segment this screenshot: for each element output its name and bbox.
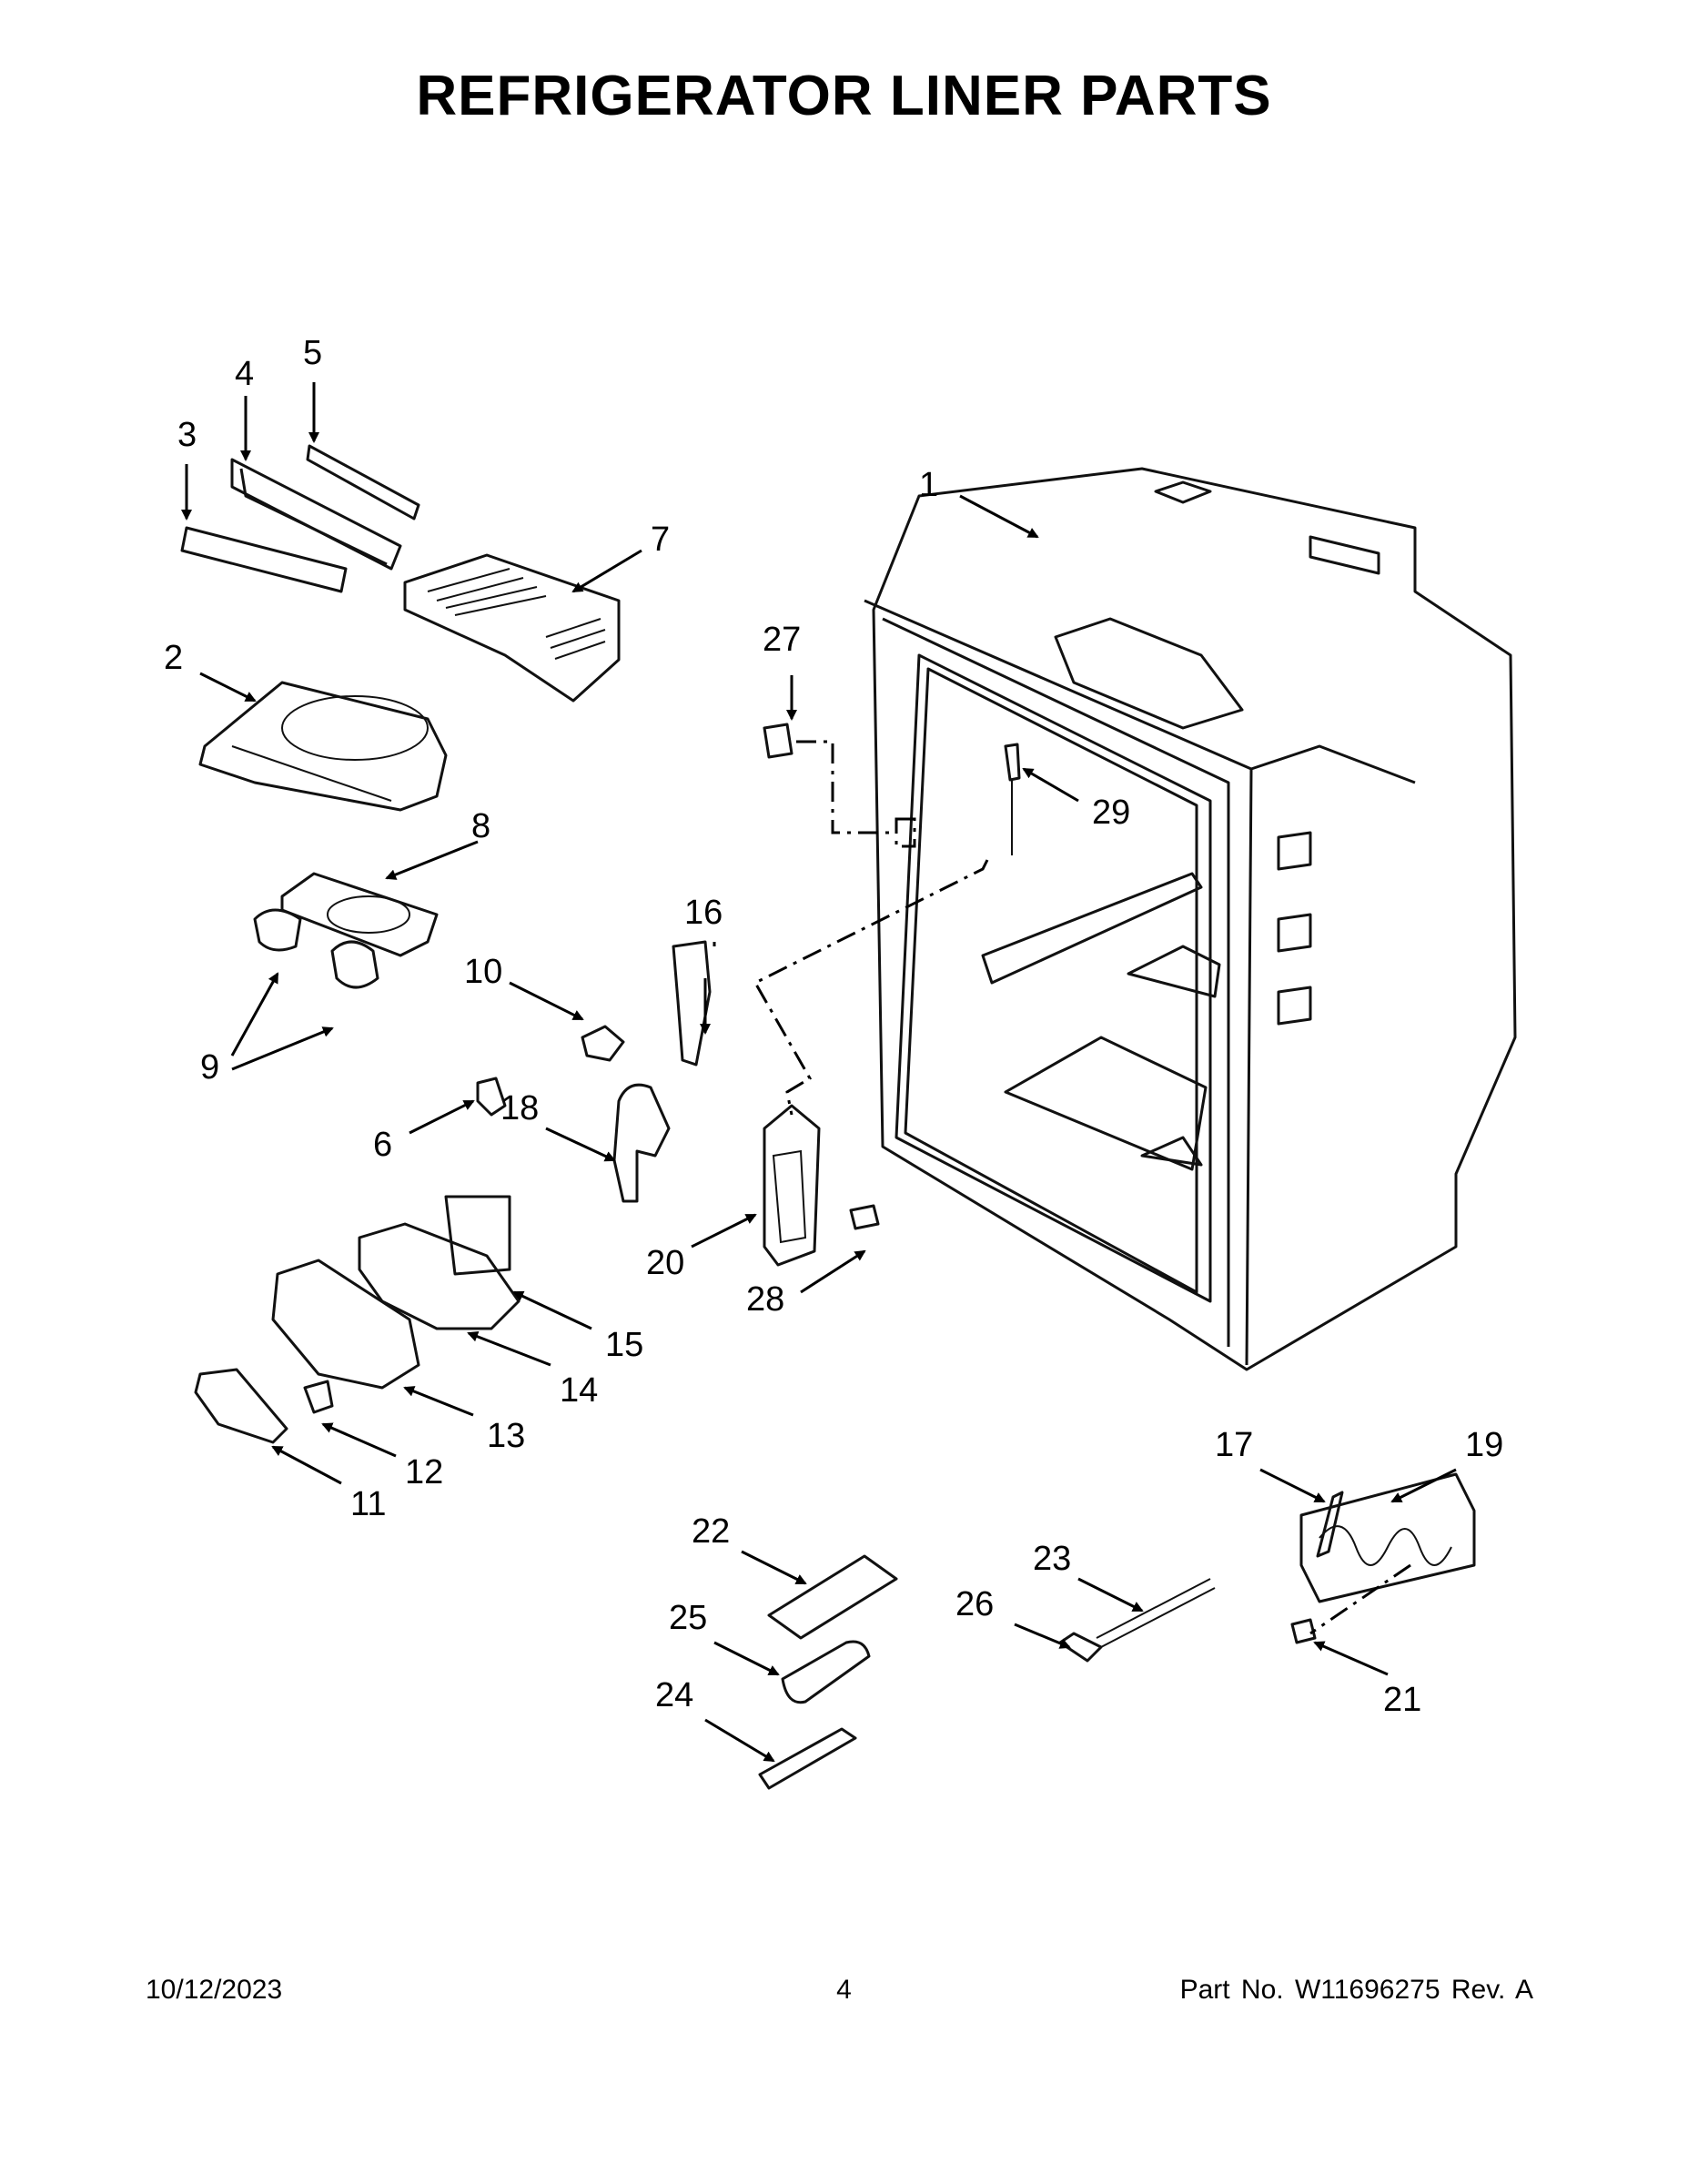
- control-cover-part: [198, 681, 448, 812]
- callout-3: 3: [177, 416, 197, 454]
- callout-9: 9: [200, 1048, 219, 1087]
- callout-17: 17: [1215, 1426, 1253, 1464]
- callout-11: 11: [350, 1485, 386, 1523]
- callout-18: 18: [500, 1089, 539, 1127]
- callout-8: 8: [471, 807, 490, 845]
- control-housing-parts: [180, 444, 420, 593]
- footer-page-number: 4: [836, 1975, 852, 2005]
- callout-12: 12: [405, 1453, 443, 1491]
- callout-2: 2: [164, 639, 183, 677]
- dispenser-housing-part: [763, 1104, 880, 1267]
- callout-labels: 1 2 3 4 5 6 7 8 9 10 11 12 13 14 15 16 1…: [164, 334, 1503, 1719]
- callout-26: 26: [955, 1585, 994, 1623]
- page-title: REFRIGERATOR LINER PARTS: [416, 65, 1272, 127]
- callout-27: 27: [763, 621, 801, 659]
- callout-20: 20: [646, 1244, 684, 1282]
- dispenser-assembly-parts: [194, 1195, 521, 1444]
- liner-part: [864, 467, 1517, 1371]
- callout-6: 6: [373, 1126, 392, 1164]
- callout-14: 14: [560, 1371, 598, 1410]
- callout-21: 21: [1383, 1681, 1421, 1719]
- callout-24: 24: [655, 1676, 693, 1714]
- callout-28: 28: [746, 1280, 784, 1319]
- filter-parts: [758, 1554, 1216, 1790]
- callout-7: 7: [651, 521, 670, 559]
- callout-23: 23: [1033, 1540, 1071, 1578]
- sensor-parts: [763, 723, 1021, 855]
- callout-16: 16: [684, 894, 723, 932]
- leader-arrows: [181, 382, 1457, 1763]
- air-diffuser-part: [403, 553, 621, 703]
- small-clip-parts: [476, 1025, 625, 1117]
- callout-25: 25: [669, 1599, 707, 1637]
- callout-19: 19: [1465, 1426, 1503, 1464]
- wiring-lines: [753, 740, 1411, 1635]
- fan-parts: [253, 872, 439, 989]
- callout-29: 29: [1092, 794, 1130, 832]
- callout-13: 13: [487, 1417, 525, 1455]
- callout-4: 4: [235, 355, 254, 393]
- water-valve-parts: [612, 940, 712, 1203]
- callout-10: 10: [464, 953, 502, 991]
- footer-part-number: Part No. W11696275 Rev. A: [1179, 1975, 1533, 2005]
- callout-1: 1: [919, 466, 938, 504]
- heater-parts: [1290, 1472, 1476, 1644]
- footer-date: 10/12/2023: [146, 1975, 283, 2005]
- callout-22: 22: [692, 1512, 730, 1551]
- callout-5: 5: [303, 334, 322, 372]
- callout-15: 15: [605, 1326, 643, 1364]
